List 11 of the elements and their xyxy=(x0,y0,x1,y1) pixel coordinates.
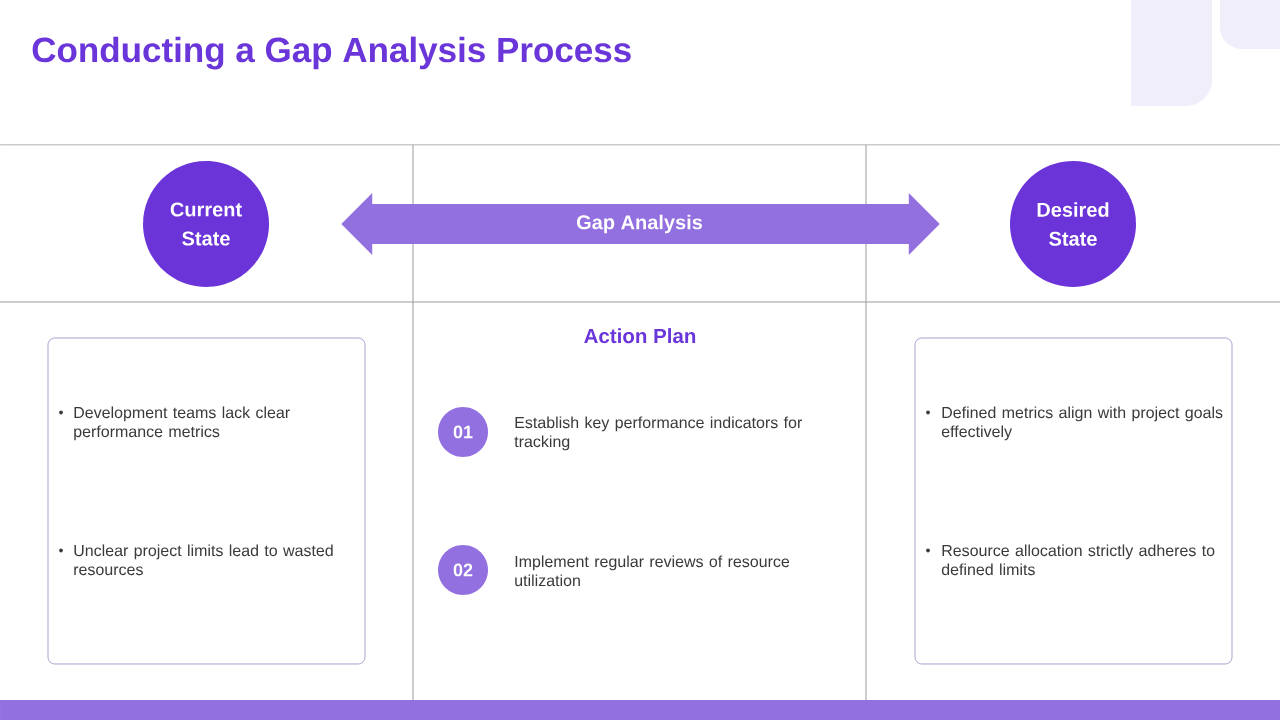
bullet-text: Unclear project limits lead to wasted resources xyxy=(74,544,333,576)
bullet-text: Development teams lack clear performance metrics xyxy=(74,406,290,441)
step-text: Establish key performance indicators for tracking xyxy=(514,416,802,451)
text-box xyxy=(47,337,366,665)
section-heading: Action Plan xyxy=(584,328,696,344)
bullet-text: Defined metrics align with project goals effectively xyxy=(941,406,1223,441)
title: Conducting a Gap Analysis Process xyxy=(32,36,631,70)
bullet-text: Resource allocation strictly adheres to defined limits xyxy=(941,544,1215,576)
text-box xyxy=(914,337,1233,665)
edge-label: Gap Analysis xyxy=(575,213,704,235)
step-text: Implement regular reviews of resource utilization xyxy=(515,555,790,587)
